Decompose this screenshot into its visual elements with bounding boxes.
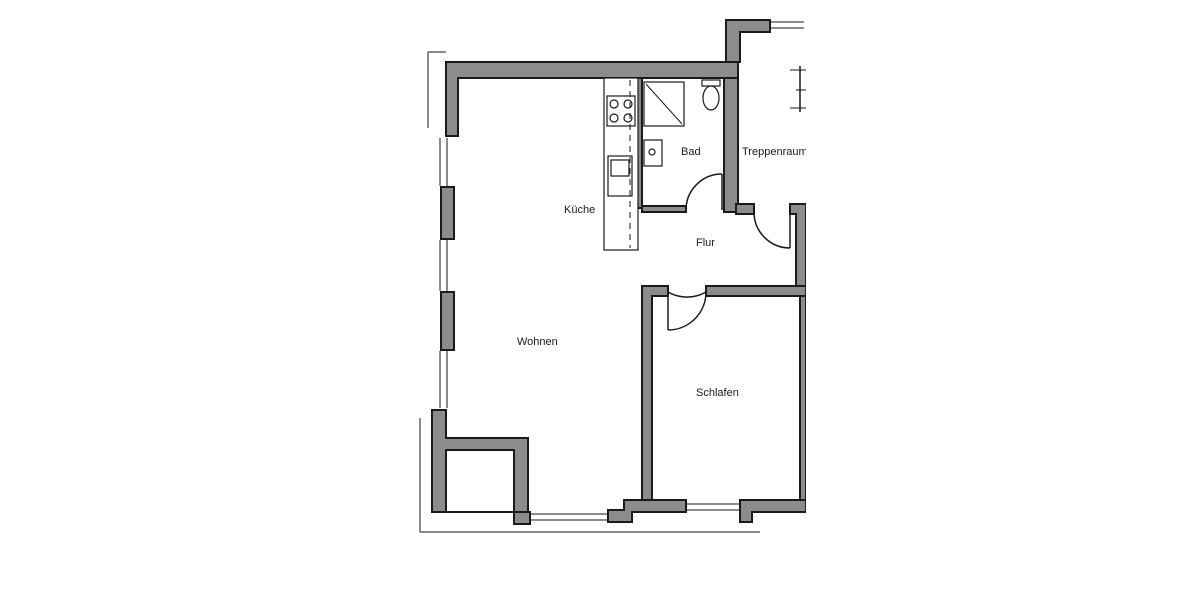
page-margin — [806, 0, 1200, 600]
doors — [667, 173, 791, 331]
label-schlafen: Schlafen — [696, 387, 739, 399]
bathroom-fixtures — [643, 79, 721, 167]
kitchen-fixtures — [606, 80, 636, 248]
stair-railing — [790, 66, 806, 112]
label-bad: Bad — [681, 146, 701, 158]
interior-walls — [603, 77, 807, 501]
exterior-walls — [431, 19, 807, 525]
windows — [419, 21, 804, 533]
label-kueche: Küche — [564, 204, 595, 216]
label-treppenraum: Treppenraum — [742, 146, 808, 158]
label-flur: Flur — [696, 237, 715, 249]
label-wohnen: Wohnen — [517, 336, 558, 348]
